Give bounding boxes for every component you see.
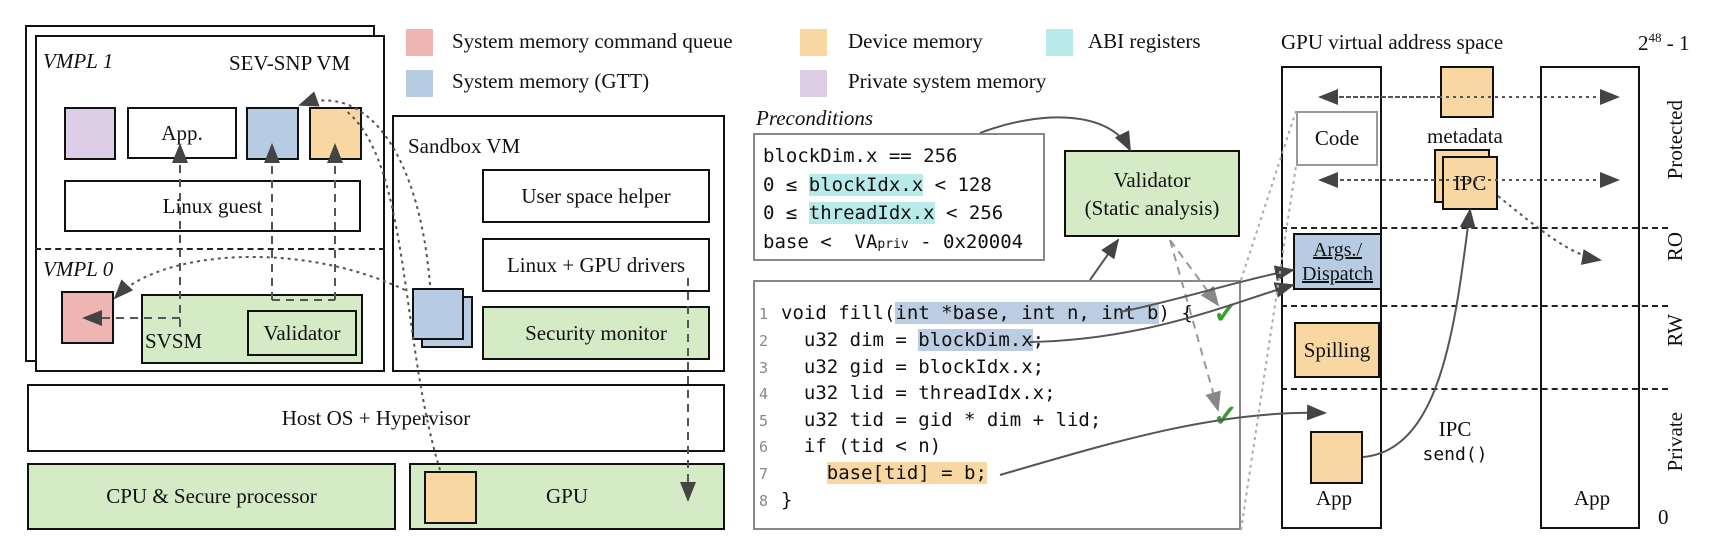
legend-label-private-memory: Private system memory	[848, 69, 1047, 93]
gpu-label: GPU	[545, 484, 588, 508]
gtt-block	[246, 107, 299, 160]
legend-label-gtt: System memory (GTT)	[452, 69, 650, 93]
legend-swatch-private-memory	[800, 70, 827, 97]
app-device-block	[1310, 431, 1363, 484]
precondition-line-4: base < VApriv - 0x20004	[763, 231, 1024, 253]
host-os-box: Host OS + Hypervisor	[27, 384, 725, 452]
region-label-ro: RO	[1663, 232, 1687, 262]
check-icon-1: ✓	[1213, 297, 1239, 330]
code-line-6: 6 if (tid < n)	[759, 435, 942, 457]
user-space-helper-box: User space helper	[482, 169, 710, 223]
address-space-title: GPU virtual address space	[1281, 30, 1504, 54]
metadata-label: metadata	[1427, 124, 1503, 148]
dispatch-label: Dispatch	[1301, 262, 1374, 285]
code-line-4: 4 u32 lid = threadIdx.x;	[759, 382, 1056, 404]
ipc-block: IPC	[1442, 156, 1498, 210]
app-left-label: App	[1316, 486, 1353, 510]
region-label-protected: Protected	[1663, 100, 1687, 180]
code-line-5: 5 u32 tid = gid * dim + lid;	[759, 409, 1102, 431]
vmpl0-label: VMPL 0	[43, 257, 114, 281]
sev-snp-title: SEV-SNP VM	[229, 51, 351, 75]
sandbox-vm: Sandbox VM User space helper Linux + GPU…	[392, 115, 725, 372]
sandbox-title: Sandbox VM	[408, 134, 521, 158]
address-column-right	[1540, 66, 1640, 529]
spilling-box: Spilling	[1294, 322, 1380, 378]
ipc-send-label: IPC send()	[1422, 417, 1488, 465]
private-memory-block	[64, 107, 116, 160]
region-divider-ro	[1281, 227, 1668, 229]
app-box: App.	[127, 107, 237, 159]
preconditions-box: blockDim.x == 256 0 ≤ blockIdx.x < 128 0…	[753, 133, 1045, 261]
validator-box: Validator	[247, 310, 357, 356]
precondition-line-1: blockDim.x == 256	[763, 145, 958, 167]
command-queue-block	[61, 291, 114, 344]
linux-guest-box: Linux guest	[64, 180, 361, 232]
legend-swatch-abi-registers	[1046, 29, 1073, 56]
address-bottom-label: 0	[1658, 505, 1669, 529]
legend-label-abi-registers: ABI registers	[1088, 29, 1201, 53]
code-region-box: Code	[1296, 111, 1378, 166]
code-to-validator-arrow	[1089, 238, 1120, 281]
security-monitor-box: Security monitor	[482, 306, 710, 360]
region-divider-private	[1281, 388, 1668, 390]
svsm-box: SVSM Validator	[141, 294, 363, 364]
static-validator-title: Validator	[1113, 167, 1191, 192]
legend-swatch-command-queue	[406, 29, 433, 56]
region-label-private: Private	[1663, 412, 1687, 472]
gpu-box: GPU	[409, 463, 725, 530]
vmpl1-label: VMPL 1	[43, 49, 114, 73]
static-validator-subtitle: (Static analysis)	[1084, 195, 1220, 220]
address-top-label: 248 - 1	[1638, 30, 1690, 55]
code-line-7: 7 base[tid] = b;	[759, 462, 987, 484]
svsm-label: SVSM	[145, 329, 203, 353]
region-divider-rw	[1281, 305, 1668, 307]
device-memory-block	[309, 107, 362, 160]
cpu-secure-processor-box: CPU & Secure processor	[27, 463, 396, 530]
args-dispatch-box: Args./ Dispatch	[1293, 233, 1382, 290]
gtt-stack-front	[412, 288, 464, 340]
sev-snp-vm: VMPL 1 SEV-SNP VM App. Linux guest VMPL …	[35, 35, 385, 372]
legend-swatch-gtt	[406, 70, 433, 97]
vmpl-divider	[35, 248, 385, 250]
legend-swatch-device-memory	[800, 29, 827, 56]
precondition-line-3: 0 ≤ threadIdx.x < 256	[763, 202, 1004, 224]
code-line-3: 3 u32 gid = blockIdx.x;	[759, 356, 1045, 378]
static-validator-box: Validator (Static analysis)	[1064, 150, 1240, 237]
legend-label-command-queue: System memory command queue	[452, 29, 733, 53]
code-line-8: 8}	[759, 489, 793, 511]
args-label: Args./	[1312, 238, 1363, 261]
region-label-rw: RW	[1663, 314, 1687, 347]
legend: System memory command queue Device memor…	[0, 0, 1728, 100]
check-icon-2: ✓	[1213, 400, 1239, 433]
app-right-label: App	[1574, 486, 1611, 510]
gpu-device-memory-block	[424, 471, 477, 524]
linux-gpu-drivers-box: Linux + GPU drivers	[482, 238, 710, 292]
preconditions-title: Preconditions	[756, 106, 874, 130]
metadata-block	[1440, 66, 1494, 118]
precondition-line-2: 0 ≤ blockIdx.x < 128	[763, 174, 992, 196]
code-line-2: 2 u32 dim = blockDim.x;	[759, 329, 1045, 351]
legend-label-device-memory: Device memory	[848, 29, 983, 53]
